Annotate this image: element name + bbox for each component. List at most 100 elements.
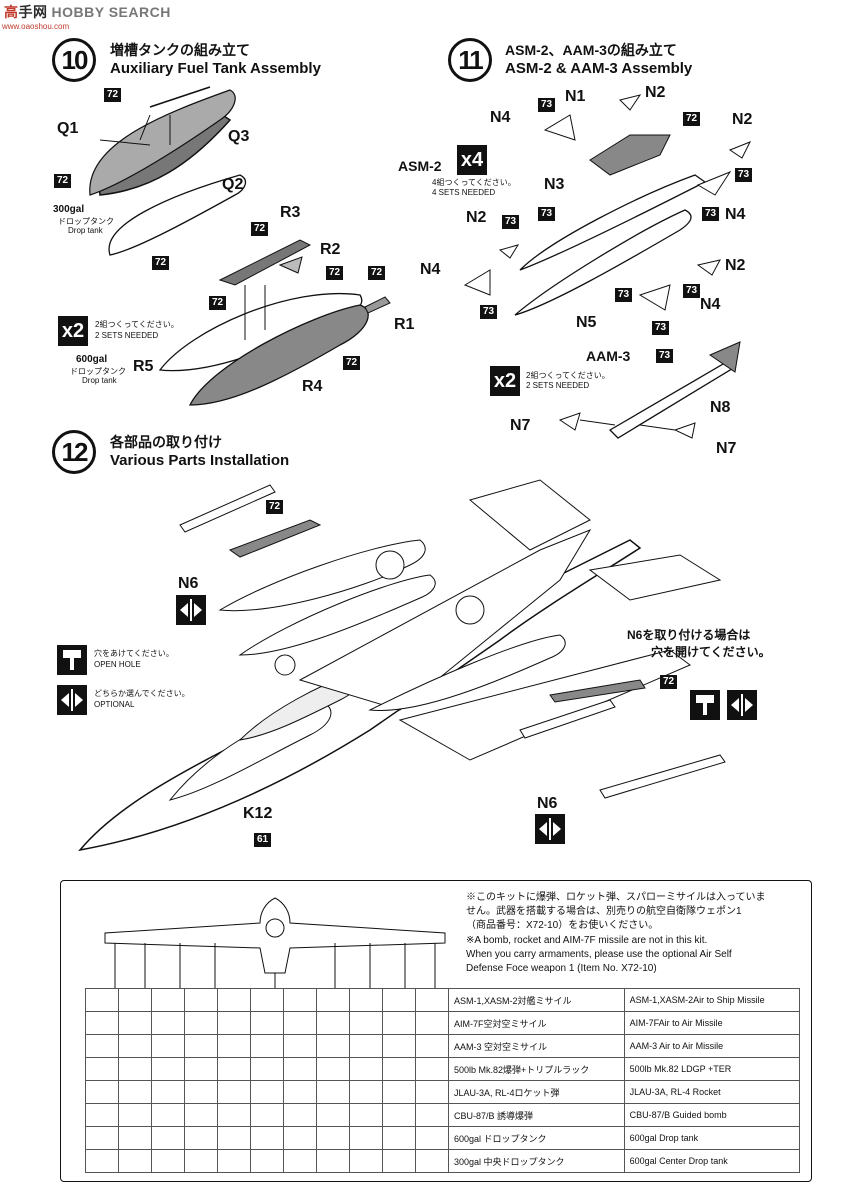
station-cell <box>217 1034 251 1058</box>
station-cell <box>316 1080 350 1104</box>
part-n7: N7 <box>510 417 531 434</box>
aam-sets-en: 2 SETS NEEDED <box>526 381 590 390</box>
station-cell <box>118 1103 152 1127</box>
station-cell <box>349 1034 383 1058</box>
station-cell <box>217 1011 251 1035</box>
station-cell <box>349 988 383 1012</box>
part-tag: 73 <box>683 284 701 298</box>
station-cell <box>382 1103 416 1127</box>
station-cell <box>349 1011 383 1035</box>
part-n3: N3 <box>544 176 565 193</box>
loadout-name-jp: 500lb Mk.82爆弾+トリプルラック <box>448 1057 625 1081</box>
aam-multiplier-badge: x2 <box>490 366 520 396</box>
station-cell <box>151 988 185 1012</box>
station-cell <box>415 1126 449 1150</box>
part-tag: 73 <box>502 215 520 229</box>
station-cell <box>85 1149 119 1173</box>
tank-300-jp: ドロップタンク <box>58 217 114 226</box>
station-cell <box>250 1034 284 1058</box>
part-tag: 72 <box>209 296 227 310</box>
asm-2-label: ASM-2 <box>398 158 442 174</box>
part-tag: 72 <box>251 222 269 236</box>
station-cell <box>283 1149 317 1173</box>
open-hole-icon <box>690 690 720 720</box>
loadout-name-en: AAM-3 Air to Air Missile <box>623 1034 801 1058</box>
station-cell <box>85 1034 119 1058</box>
station-cell <box>349 1126 383 1150</box>
station-cell <box>349 1103 383 1127</box>
tank-600-en: Drop tank <box>82 376 117 385</box>
station-cell <box>283 1057 317 1081</box>
open-hole-en: OPEN HOLE <box>94 660 141 669</box>
station-cell <box>316 1149 350 1173</box>
step-11-title-en: ASM-2 & AAM-3 Assembly <box>505 60 693 77</box>
station-cell <box>85 988 119 1012</box>
loadout-name-jp: AIM-7F空対空ミサイル <box>448 1011 625 1035</box>
step-11-title-jp: ASM-2、AAM-3の組み立て <box>505 42 677 58</box>
station-cell <box>118 1149 152 1173</box>
station-cell <box>118 1126 152 1150</box>
station-cell <box>316 1011 350 1035</box>
part-tag: 72 <box>660 675 678 689</box>
station-cell <box>415 1034 449 1058</box>
part-n8: N8 <box>710 399 731 416</box>
station-cell <box>283 1034 317 1058</box>
loadout-name-jp: 300gal 中央ドロップタンク <box>448 1149 625 1173</box>
station-cell <box>85 1057 119 1081</box>
station-cell <box>316 1057 350 1081</box>
kit-note-en-c: Defense Foce weapon 1 (Item No. X72-10) <box>466 963 657 974</box>
part-tag: 72 <box>152 256 170 270</box>
part-tag: 72 <box>266 500 284 514</box>
station-cell <box>217 1126 251 1150</box>
station-cell <box>349 1149 383 1173</box>
loadout-name-jp: AAM-3 空対空ミサイル <box>448 1034 625 1058</box>
station-cell <box>217 1149 251 1173</box>
station-cell <box>118 1080 152 1104</box>
station-cell <box>349 1080 383 1104</box>
part-n1: N1 <box>565 88 586 105</box>
station-cell <box>151 1057 185 1081</box>
part-q1: Q1 <box>57 120 79 137</box>
station-cell <box>184 1011 218 1035</box>
sets-note-jp: 2組つくってください。 <box>95 320 179 329</box>
asm-sets-en: 4 SETS NEEDED <box>432 188 496 197</box>
loadout-name-en: AIM-7FAir to Air Missile <box>623 1011 801 1035</box>
part-n4: N4 <box>725 206 746 223</box>
station-cell <box>151 1103 185 1127</box>
step-10-title-en: Auxiliary Fuel Tank Assembly <box>110 60 321 77</box>
station-cell <box>415 1080 449 1104</box>
step-12-number: 12 <box>52 430 96 474</box>
optional-icon <box>535 814 565 844</box>
station-cell <box>250 988 284 1012</box>
part-tag: 73 <box>735 168 753 182</box>
station-cell <box>217 988 251 1012</box>
step-12-title-jp: 各部品の取り付け <box>110 434 222 450</box>
part-n7: N7 <box>716 440 737 457</box>
station-cell <box>184 1057 218 1081</box>
station-cell <box>250 1103 284 1127</box>
asm-sets-jp: 4組つくってください。 <box>432 178 516 187</box>
part-tag: 72 <box>54 174 72 188</box>
part-r2: R2 <box>320 241 341 258</box>
loadout-name-jp: 600gal ドロップタンク <box>448 1126 625 1150</box>
station-cell <box>415 988 449 1012</box>
station-cell <box>382 988 416 1012</box>
station-cell <box>415 1057 449 1081</box>
part-tag: 72 <box>104 88 122 102</box>
step-10-number: 10 <box>52 38 96 82</box>
aam-sets-jp: 2組つくってください。 <box>526 371 610 380</box>
part-tag: 72 <box>368 266 386 280</box>
station-cell <box>250 1057 284 1081</box>
kit-note-jp-a: ※このキットに爆弾、ロケット弾、スパローミサイルは入っていま <box>466 892 766 903</box>
part-tag: 73 <box>538 98 556 112</box>
part-n2: N2 <box>725 257 746 274</box>
aam-3-label: AAM-3 <box>586 348 631 364</box>
station-cell <box>118 1011 152 1035</box>
kit-note-jp-c: （商品番号：X72-10）をお使いください。 <box>466 920 659 931</box>
part-k12: K12 <box>243 805 273 822</box>
